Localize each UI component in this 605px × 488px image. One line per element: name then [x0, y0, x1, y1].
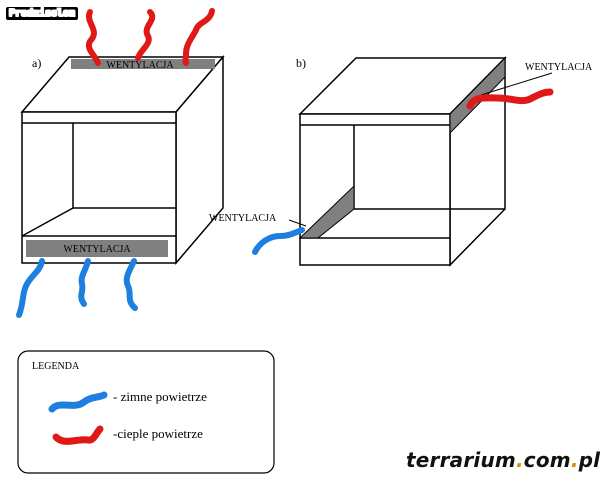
vent-a-bottom — [26, 240, 168, 257]
terrarium-a — [20, 54, 225, 266]
pointer-line — [288, 219, 307, 227]
vent-b-left-label: WENTYLACJA — [209, 213, 277, 224]
vent-a-top — [71, 59, 215, 69]
author-tag: Prednisolon — [6, 7, 79, 20]
brand-dot: . — [515, 448, 524, 472]
warm-air-wave — [85, 9, 101, 66]
brand-part: pl — [578, 448, 601, 472]
panel-b-label: b) — [296, 56, 306, 70]
cold-air-wave — [78, 258, 91, 307]
brand-part: com — [523, 448, 571, 472]
panel-a-label: a) — [32, 56, 41, 70]
legend-cold-swatch — [48, 391, 108, 413]
vent-b-left — [298, 184, 355, 239]
vent-a-bottom-label: WENTYLACJA — [63, 244, 131, 255]
brand-logo: terrarium.com.pl — [406, 448, 600, 472]
vent-b-right-label: WENTYLACJA — [525, 62, 593, 73]
vent-a-top-label: WENTYLACJA — [106, 60, 174, 71]
cold-air-wave — [16, 258, 45, 318]
cold-air-a — [16, 258, 138, 318]
legend-warm-text: -cieple powietrze — [113, 426, 203, 441]
cold-air-wave — [252, 227, 305, 255]
warm-air-a — [85, 8, 215, 66]
warm-air-wave — [135, 9, 156, 61]
cold-air-wave — [123, 258, 138, 311]
warm-air-wave — [466, 88, 554, 110]
pointer-line — [480, 72, 553, 96]
warm-air-wave — [182, 8, 215, 66]
terrarium-b-front-face — [299, 113, 451, 266]
terrarium-b — [298, 56, 507, 267]
terrarium-a-front-face — [21, 111, 177, 264]
brand-part: terrarium — [406, 448, 516, 472]
legend-cold-text: - zimne powietrze — [113, 389, 207, 404]
legend-warm-swatch — [52, 425, 104, 445]
legend-title: LEGENDA — [32, 361, 80, 372]
brand-dot: . — [570, 448, 579, 472]
